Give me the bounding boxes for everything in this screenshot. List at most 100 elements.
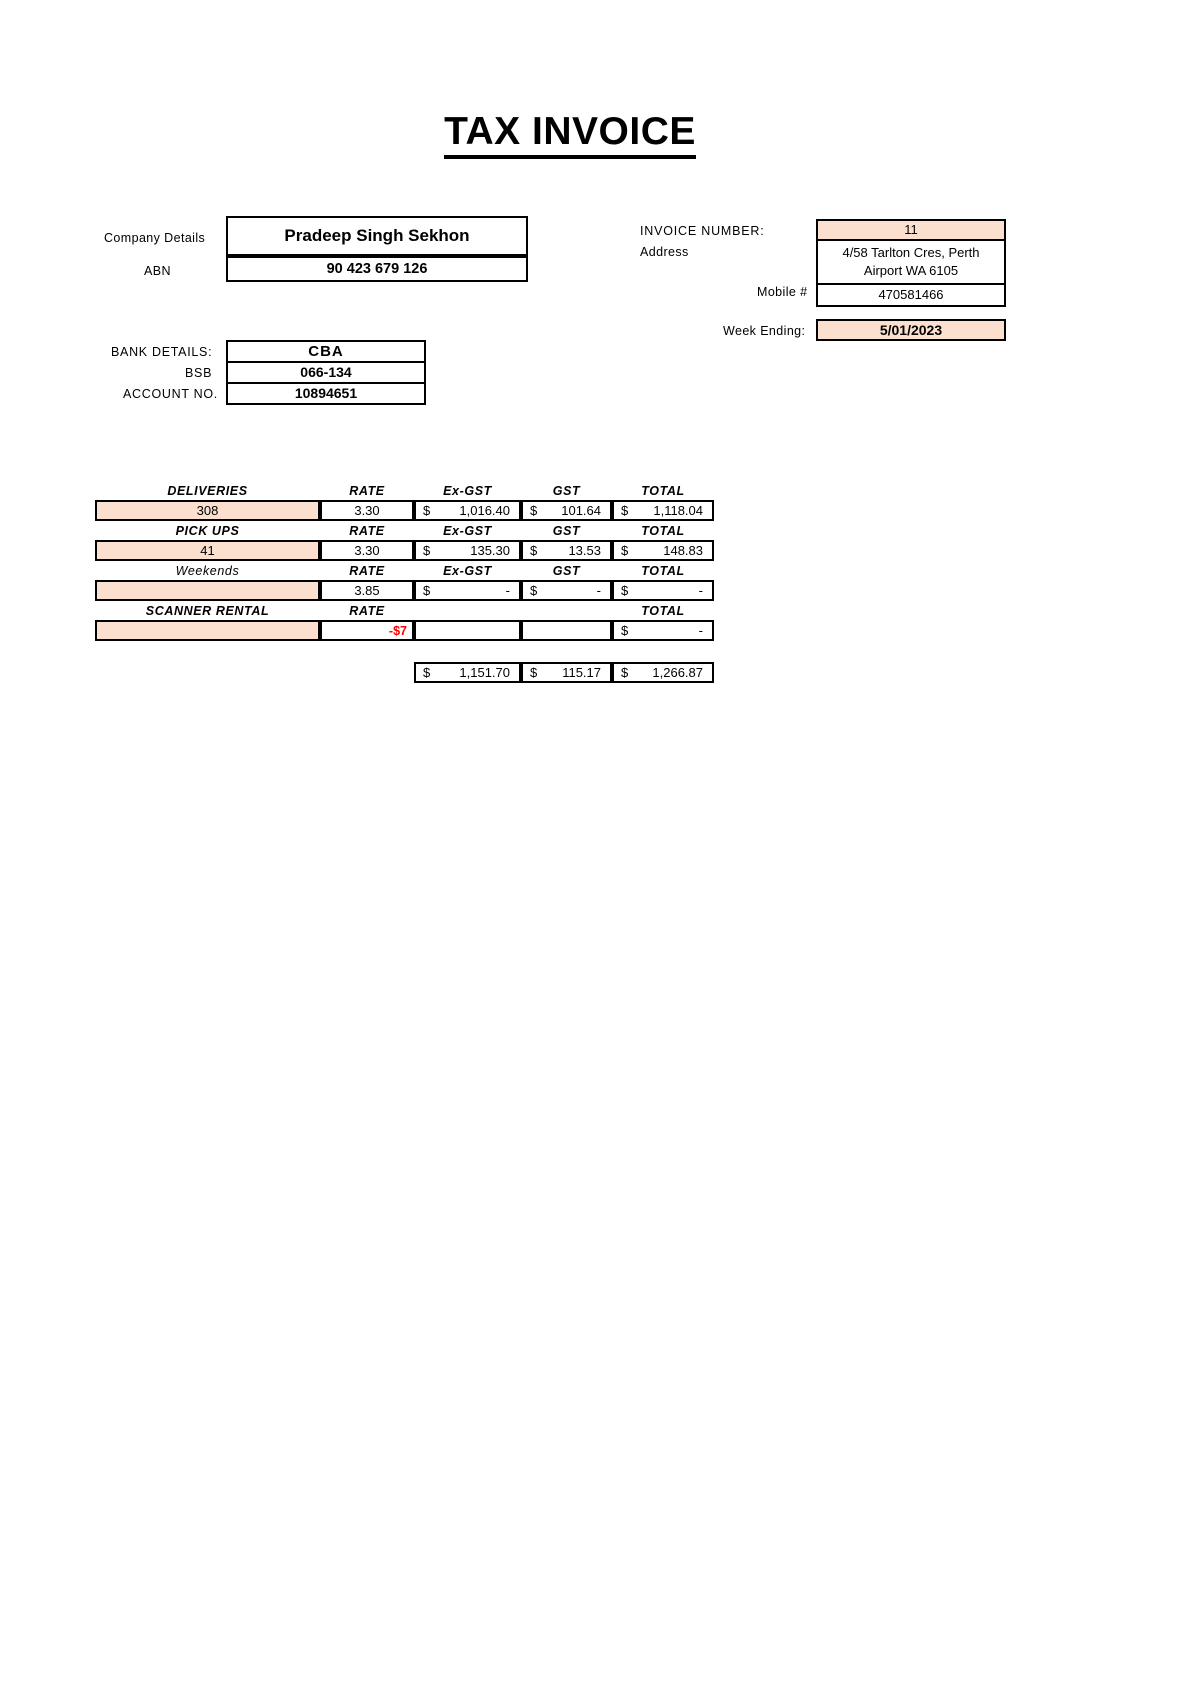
currency-symbol: $ (423, 583, 431, 598)
column-header-blank (414, 602, 521, 620)
scanner-rental-ex-gst (414, 620, 521, 641)
column-header-gst: GST (552, 524, 581, 538)
mobile-label: Mobile # (757, 285, 808, 299)
grand-total-ex-gst: $ 1,151.70 (414, 662, 521, 683)
column-header-total: TOTAL (641, 524, 685, 538)
currency-symbol: $ (621, 623, 629, 638)
table-header-row: PICK UPS RATE Ex-GST GST TOTAL (95, 522, 714, 540)
column-header-total: TOTAL (641, 484, 685, 498)
deliveries-total: $ 1,118.04 (612, 500, 714, 521)
bsb-label: BSB (185, 366, 213, 380)
column-header-ex-gst: Ex-GST (443, 564, 492, 578)
deliveries-quantity[interactable]: 308 (95, 500, 320, 521)
scanner-rental-rate[interactable]: -$7 (320, 620, 414, 641)
deliveries-ex-gst-value: 1,016.40 (459, 503, 510, 518)
column-header-rate: RATE (349, 604, 385, 618)
table-header-row: SCANNER RENTAL RATE TOTAL (95, 602, 714, 620)
scanner-rental-quantity[interactable] (95, 620, 320, 641)
bank-details-label: BANK DETAILS: (111, 345, 213, 359)
table-row-pickups: 41 3.30 $ 135.30 $ 13.53 $ 148.83 (95, 540, 714, 561)
week-ending-label: Week Ending: (723, 324, 806, 338)
column-header-ex-gst: Ex-GST (443, 484, 492, 498)
address-line-1: 4/58 Tarlton Cres, Perth (842, 245, 980, 261)
pickups-rate[interactable]: 3.30 (320, 540, 414, 561)
column-header-rate: RATE (349, 524, 385, 538)
bank-name-value: CBA (226, 340, 426, 363)
page-title: TAX INVOICE (0, 110, 1140, 159)
currency-symbol: $ (423, 665, 431, 680)
currency-symbol: $ (423, 543, 431, 558)
grand-total-gst: $ 115.17 (521, 662, 612, 683)
pickups-quantity[interactable]: 41 (95, 540, 320, 561)
pickups-ex-gst-value: 135.30 (470, 543, 510, 558)
table-header-row: DELIVERIES RATE Ex-GST GST TOTAL (95, 482, 714, 500)
grand-total-ex-gst-value: 1,151.70 (459, 665, 510, 680)
company-name-value: Pradeep Singh Sekhon (226, 216, 528, 256)
table-row-scanner-rental: -$7 $ - (95, 620, 714, 641)
currency-symbol: $ (621, 543, 629, 558)
deliveries-ex-gst: $ 1,016.40 (414, 500, 521, 521)
pickups-ex-gst: $ 135.30 (414, 540, 521, 561)
column-header-total: TOTAL (641, 604, 685, 618)
column-header-total: TOTAL (641, 564, 685, 578)
pickups-gst: $ 13.53 (521, 540, 612, 561)
account-number-value: 10894651 (226, 384, 426, 405)
section-title-weekends: Weekends (175, 564, 240, 578)
currency-symbol: $ (621, 665, 629, 680)
page-title-text: TAX INVOICE (444, 110, 696, 159)
invoice-number-label: INVOICE NUMBER: (640, 224, 765, 238)
currency-symbol: $ (621, 583, 629, 598)
deliveries-total-value: 1,118.04 (653, 503, 703, 518)
weekends-ex-gst: $ - (414, 580, 521, 601)
column-header-rate: RATE (349, 484, 385, 498)
column-header-ex-gst: Ex-GST (443, 524, 492, 538)
weekends-total-value: - (698, 583, 703, 598)
pickups-total-value: 148.83 (663, 543, 703, 558)
currency-symbol: $ (530, 583, 538, 598)
weekends-rate[interactable]: 3.85 (320, 580, 414, 601)
column-header-gst: GST (552, 564, 581, 578)
weekends-total: $ - (612, 580, 714, 601)
currency-symbol: $ (530, 665, 538, 680)
currency-symbol: $ (530, 503, 538, 518)
table-row-weekends: 3.85 $ - $ - $ - (95, 580, 714, 601)
section-title-pickups: PICK UPS (175, 524, 240, 538)
scanner-rental-total-value: - (698, 623, 703, 638)
company-details-label: Company Details (104, 231, 206, 245)
address-line-2: Airport WA 6105 (863, 263, 959, 278)
week-ending-value: 5/01/2023 (816, 319, 1006, 341)
weekends-quantity[interactable] (95, 580, 320, 601)
scanner-rental-gst (521, 620, 612, 641)
column-header-blank (521, 602, 612, 620)
invoice-number-value: 11 (816, 219, 1006, 241)
section-title-deliveries: DELIVERIES (167, 484, 248, 498)
deliveries-rate[interactable]: 3.30 (320, 500, 414, 521)
section-title-scanner-rental: SCANNER RENTAL (145, 604, 270, 618)
table-row-deliveries: 308 3.30 $ 1,016.40 $ 101.64 $ 1,118.04 (95, 500, 714, 521)
column-header-gst: GST (552, 484, 581, 498)
address-value: 4/58 Tarlton Cres, Perth Airport WA 6105 (816, 241, 1006, 285)
account-number-label: ACCOUNT NO. (123, 387, 218, 401)
deliveries-gst: $ 101.64 (521, 500, 612, 521)
currency-symbol: $ (423, 503, 431, 518)
pickups-total: $ 148.83 (612, 540, 714, 561)
weekends-ex-gst-value: - (505, 583, 510, 598)
grand-total-row: $ 1,151.70 $ 115.17 $ 1,266.87 (95, 662, 714, 683)
weekends-gst: $ - (521, 580, 612, 601)
grand-total-gst-value: 115.17 (562, 665, 601, 680)
weekends-gst-value: - (596, 583, 601, 598)
grand-total-amount-value: 1,266.87 (652, 665, 703, 680)
address-label: Address (640, 245, 689, 259)
scanner-rental-total: $ - (612, 620, 714, 641)
deliveries-gst-value: 101.64 (561, 503, 601, 518)
pickups-gst-value: 13.53 (568, 543, 601, 558)
line-items-table: DELIVERIES RATE Ex-GST GST TOTAL 308 3.3… (95, 482, 714, 642)
currency-symbol: $ (621, 503, 629, 518)
grand-total-spacer (95, 662, 414, 683)
abn-label: ABN (144, 264, 171, 278)
table-header-row: Weekends RATE Ex-GST GST TOTAL (95, 562, 714, 580)
currency-symbol: $ (530, 543, 538, 558)
bsb-value: 066-134 (226, 363, 426, 384)
abn-value: 90 423 679 126 (226, 256, 528, 282)
